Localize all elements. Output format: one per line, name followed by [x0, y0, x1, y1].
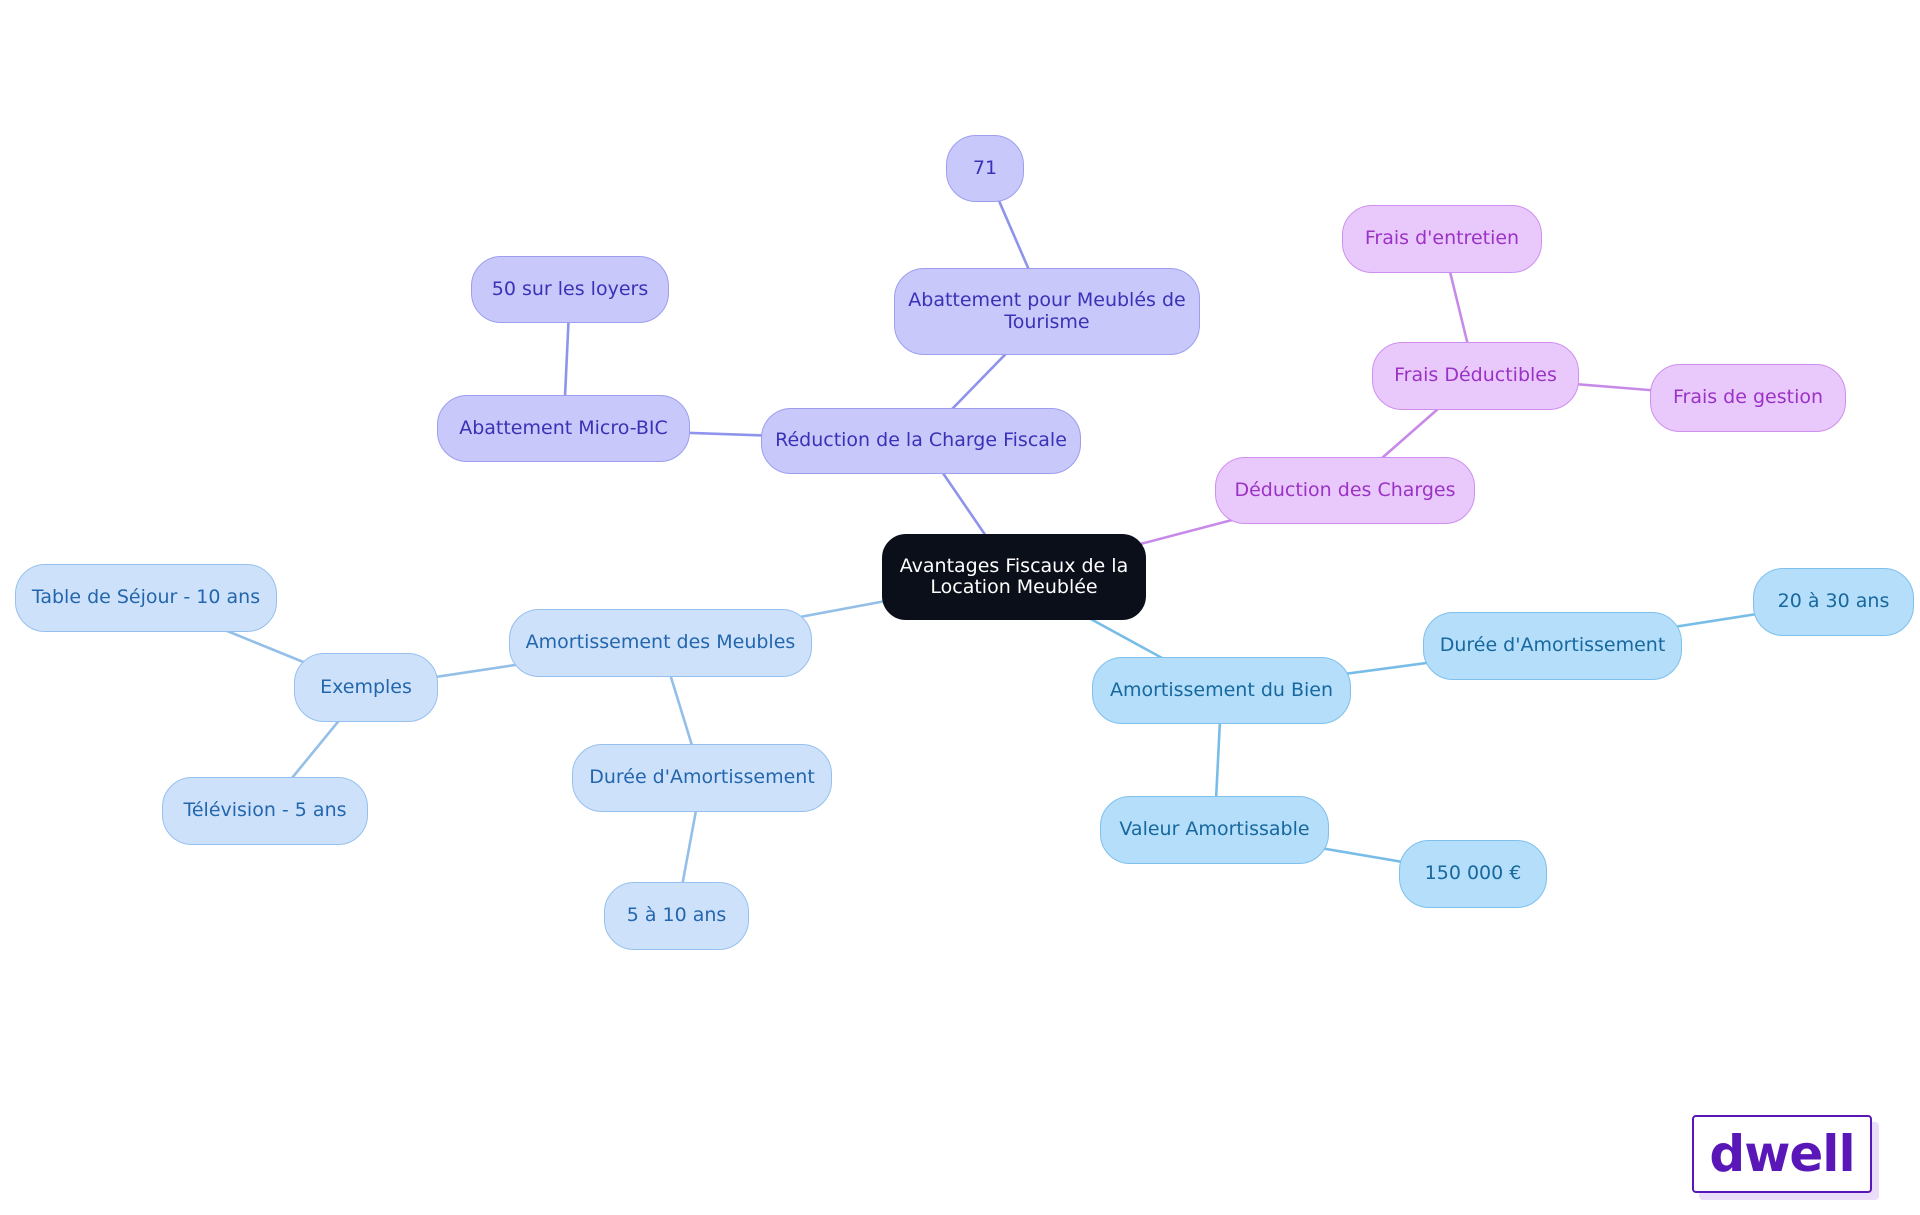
bien-duree-value-node: 20 à 30 ans [1753, 568, 1914, 636]
micro-bic-node-label: Abattement Micro-BIC [459, 416, 668, 439]
valeur-value-label: 150 000 € [1424, 862, 1522, 885]
bien-duree-label: Durée d'Amortissement [1439, 634, 1666, 657]
tourisme-node: Abattement pour Meublés de Tourisme [894, 268, 1200, 355]
dwell-logo: dwell [1692, 1115, 1872, 1193]
frais-gestion-node: Frais de gestion [1650, 364, 1846, 432]
frais-entretien-label: Frais d'entretien [1364, 227, 1520, 250]
exemples-node-label: Exemples [320, 675, 412, 698]
frais-gestion-label: Frais de gestion [1672, 386, 1824, 409]
table-node-label: Table de Séjour - 10 ans [31, 586, 261, 609]
micro-bic-node: Abattement Micro-BIC [437, 395, 690, 462]
television-node: Télévision - 5 ans [162, 777, 368, 845]
frais-entretien-node: Frais d'entretien [1342, 205, 1542, 273]
valeur-node: Valeur Amortissable [1100, 796, 1329, 864]
charges-node-label: Déduction des Charges [1234, 478, 1456, 501]
bien-duree-value-label: 20 à 30 ans [1777, 590, 1890, 613]
tourisme-value-label: 71 [972, 156, 998, 179]
meubles-node-label: Amortissement des Meubles [525, 631, 796, 654]
bien-duree-node: Durée d'Amortissement [1423, 612, 1682, 680]
tourisme-node-label: Abattement pour Meublés de Tourisme [908, 289, 1186, 333]
table-node: Table de Séjour - 10 ans [15, 564, 277, 632]
television-node-label: Télévision - 5 ans [183, 799, 347, 822]
frais-deductibles-label: Frais Déductibles [1394, 364, 1557, 387]
bien-node: Amortissement du Bien [1092, 657, 1351, 724]
bien-node-label: Amortissement du Bien [1109, 678, 1334, 701]
meubles-duree-node: Durée d'Amortissement [572, 744, 832, 812]
charges-node: Déduction des Charges [1215, 457, 1475, 524]
meubles-duree-label: Durée d'Amortissement [589, 766, 815, 789]
dwell-logo-text: dwell [1709, 1125, 1855, 1183]
micro-bic-value-node: 50 sur les loyers [471, 256, 669, 323]
tourisme-value-node: 71 [946, 135, 1024, 202]
root-node: Avantages Fiscaux de la Location Meublée [882, 534, 1146, 620]
frais-deductibles-node: Frais Déductibles [1372, 342, 1579, 410]
exemples-node: Exemples [294, 653, 438, 722]
valeur-value-node: 150 000 € [1399, 840, 1547, 908]
valeur-node-label: Valeur Amortissable [1119, 818, 1310, 841]
micro-bic-value-label: 50 sur les loyers [491, 277, 649, 300]
meubles-node: Amortissement des Meubles [509, 609, 812, 677]
meubles-duree-value-label: 5 à 10 ans [626, 904, 727, 927]
root-node-label: Avantages Fiscaux de la Location Meublée [899, 554, 1129, 598]
meubles-duree-value-node: 5 à 10 ans [604, 882, 749, 950]
reduction-node-label: Réduction de la Charge Fiscale [775, 429, 1067, 452]
reduction-node: Réduction de la Charge Fiscale [761, 408, 1081, 474]
